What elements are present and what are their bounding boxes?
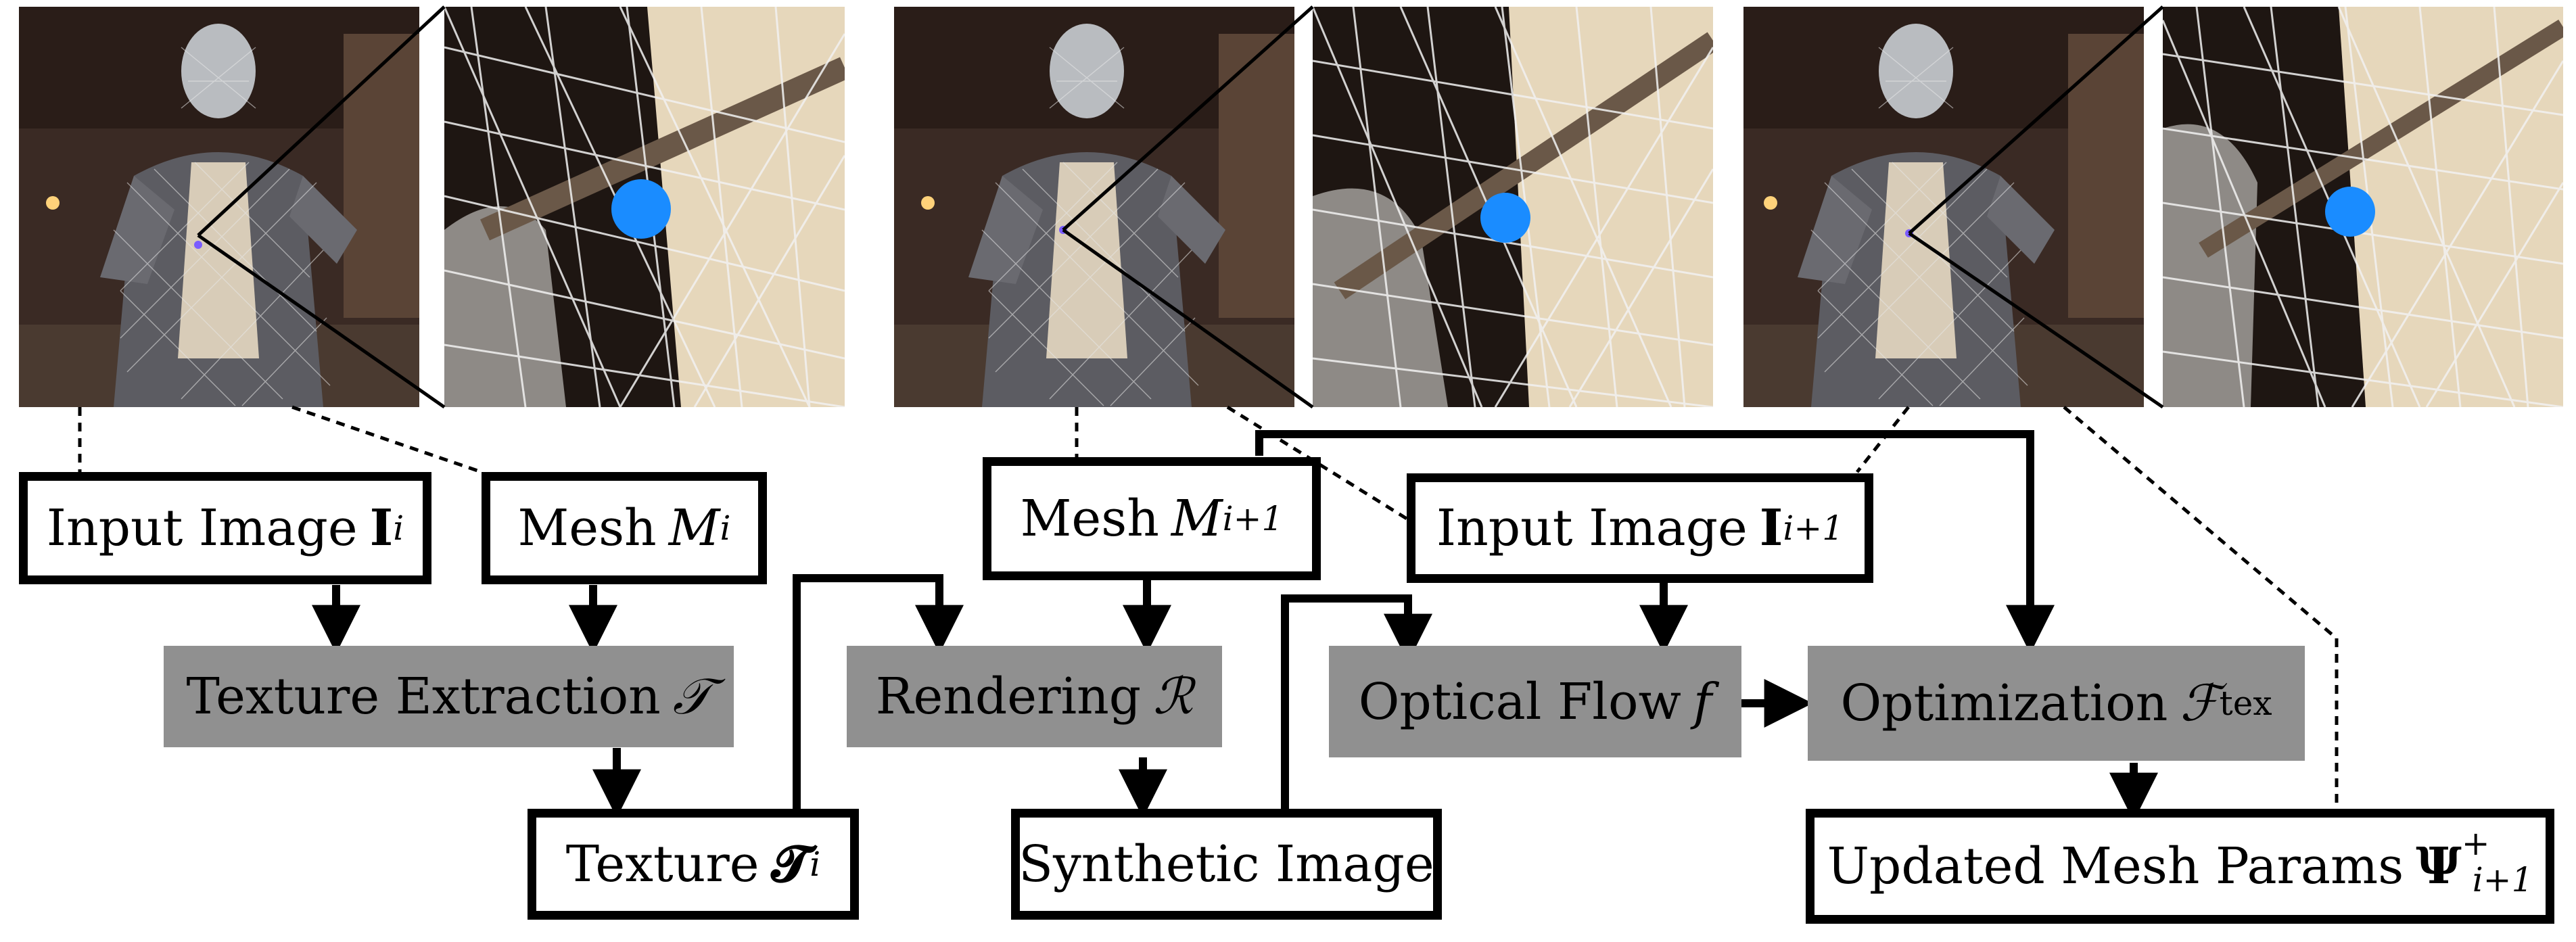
zoom-line-2a: [1062, 5, 1314, 231]
frame-3-full-image: [1743, 7, 2144, 407]
zoom-line-3a: [1908, 5, 2164, 235]
node-updated-mesh-params-sup: +: [2461, 824, 2490, 863]
node-texture-i-sub: i: [810, 845, 821, 884]
node-mesh-i1-math: M: [1171, 490, 1223, 548]
node-texture-i-label: Texture: [565, 835, 759, 893]
node-synthetic-image-label: Synthetic Image: [1018, 835, 1434, 893]
node-mesh-i-math: M: [668, 499, 720, 557]
node-optimization-sub: tex: [2219, 684, 2272, 723]
node-rendering-math: ℛ: [1153, 667, 1194, 726]
tracked-point-marker-2: [1480, 193, 1530, 243]
node-input-image-i1-sub: i+1: [1783, 509, 1844, 548]
tracked-point-marker-1: [611, 179, 671, 239]
node-texture-extraction-math: 𝒯: [672, 667, 711, 726]
node-input-image-i1-label: Input Image: [1436, 499, 1748, 557]
node-optimization-label: Optimization: [1840, 674, 2168, 732]
zoom-line-1a: [197, 5, 446, 237]
node-rendering-label: Rendering: [875, 667, 1142, 726]
frame-3-zoom-image: [2163, 7, 2563, 407]
node-updated-mesh-params-sub: i+1: [2472, 860, 2533, 899]
node-input-image-i-math: I: [369, 499, 394, 557]
node-updated-mesh-params-label: Updated Mesh Params: [1827, 837, 2404, 895]
zoom-line-2b: [1062, 228, 1314, 409]
zoom-line-3b: [1908, 231, 2164, 409]
node-optical-flow-label: Optical Flow: [1358, 672, 1681, 731]
node-texture-i-math: 𝓣: [771, 834, 810, 893]
node-texture-extraction-label: Texture Extraction: [186, 667, 661, 726]
node-mesh-i1-label: Mesh: [1020, 490, 1159, 548]
node-updated-mesh-params-math: Ψ: [2416, 837, 2462, 895]
node-texture-extraction: Texture Extraction 𝒯: [164, 646, 734, 747]
frame-1-zoom-image: [444, 7, 845, 407]
node-updated-mesh-params: Updated Mesh Params Ψ+i+1: [1806, 809, 2554, 924]
node-input-image-i-sub: i: [393, 509, 404, 548]
node-mesh-i-sub: i: [720, 509, 731, 548]
zoom-line-1b: [197, 233, 446, 409]
node-optical-flow-math: f: [1693, 672, 1712, 731]
frame-2-zoom-image: [1313, 7, 1713, 407]
node-synthetic-image: Synthetic Image: [1011, 809, 1442, 920]
node-rendering: Rendering ℛ: [847, 646, 1222, 747]
frame-2-full-image: [894, 7, 1294, 407]
node-mesh-i1-sub: i+1: [1222, 499, 1284, 538]
node-optimization-math: ℱ: [2180, 674, 2220, 732]
node-optical-flow: Optical Flow f: [1329, 646, 1741, 757]
node-input-image-i1-math: I: [1759, 499, 1783, 557]
node-input-image-i-label: Input Image: [46, 499, 358, 557]
tracked-point-marker-3: [2325, 187, 2375, 237]
frame-1-full-image: [19, 7, 419, 407]
node-mesh-i-label: Mesh: [517, 499, 657, 557]
